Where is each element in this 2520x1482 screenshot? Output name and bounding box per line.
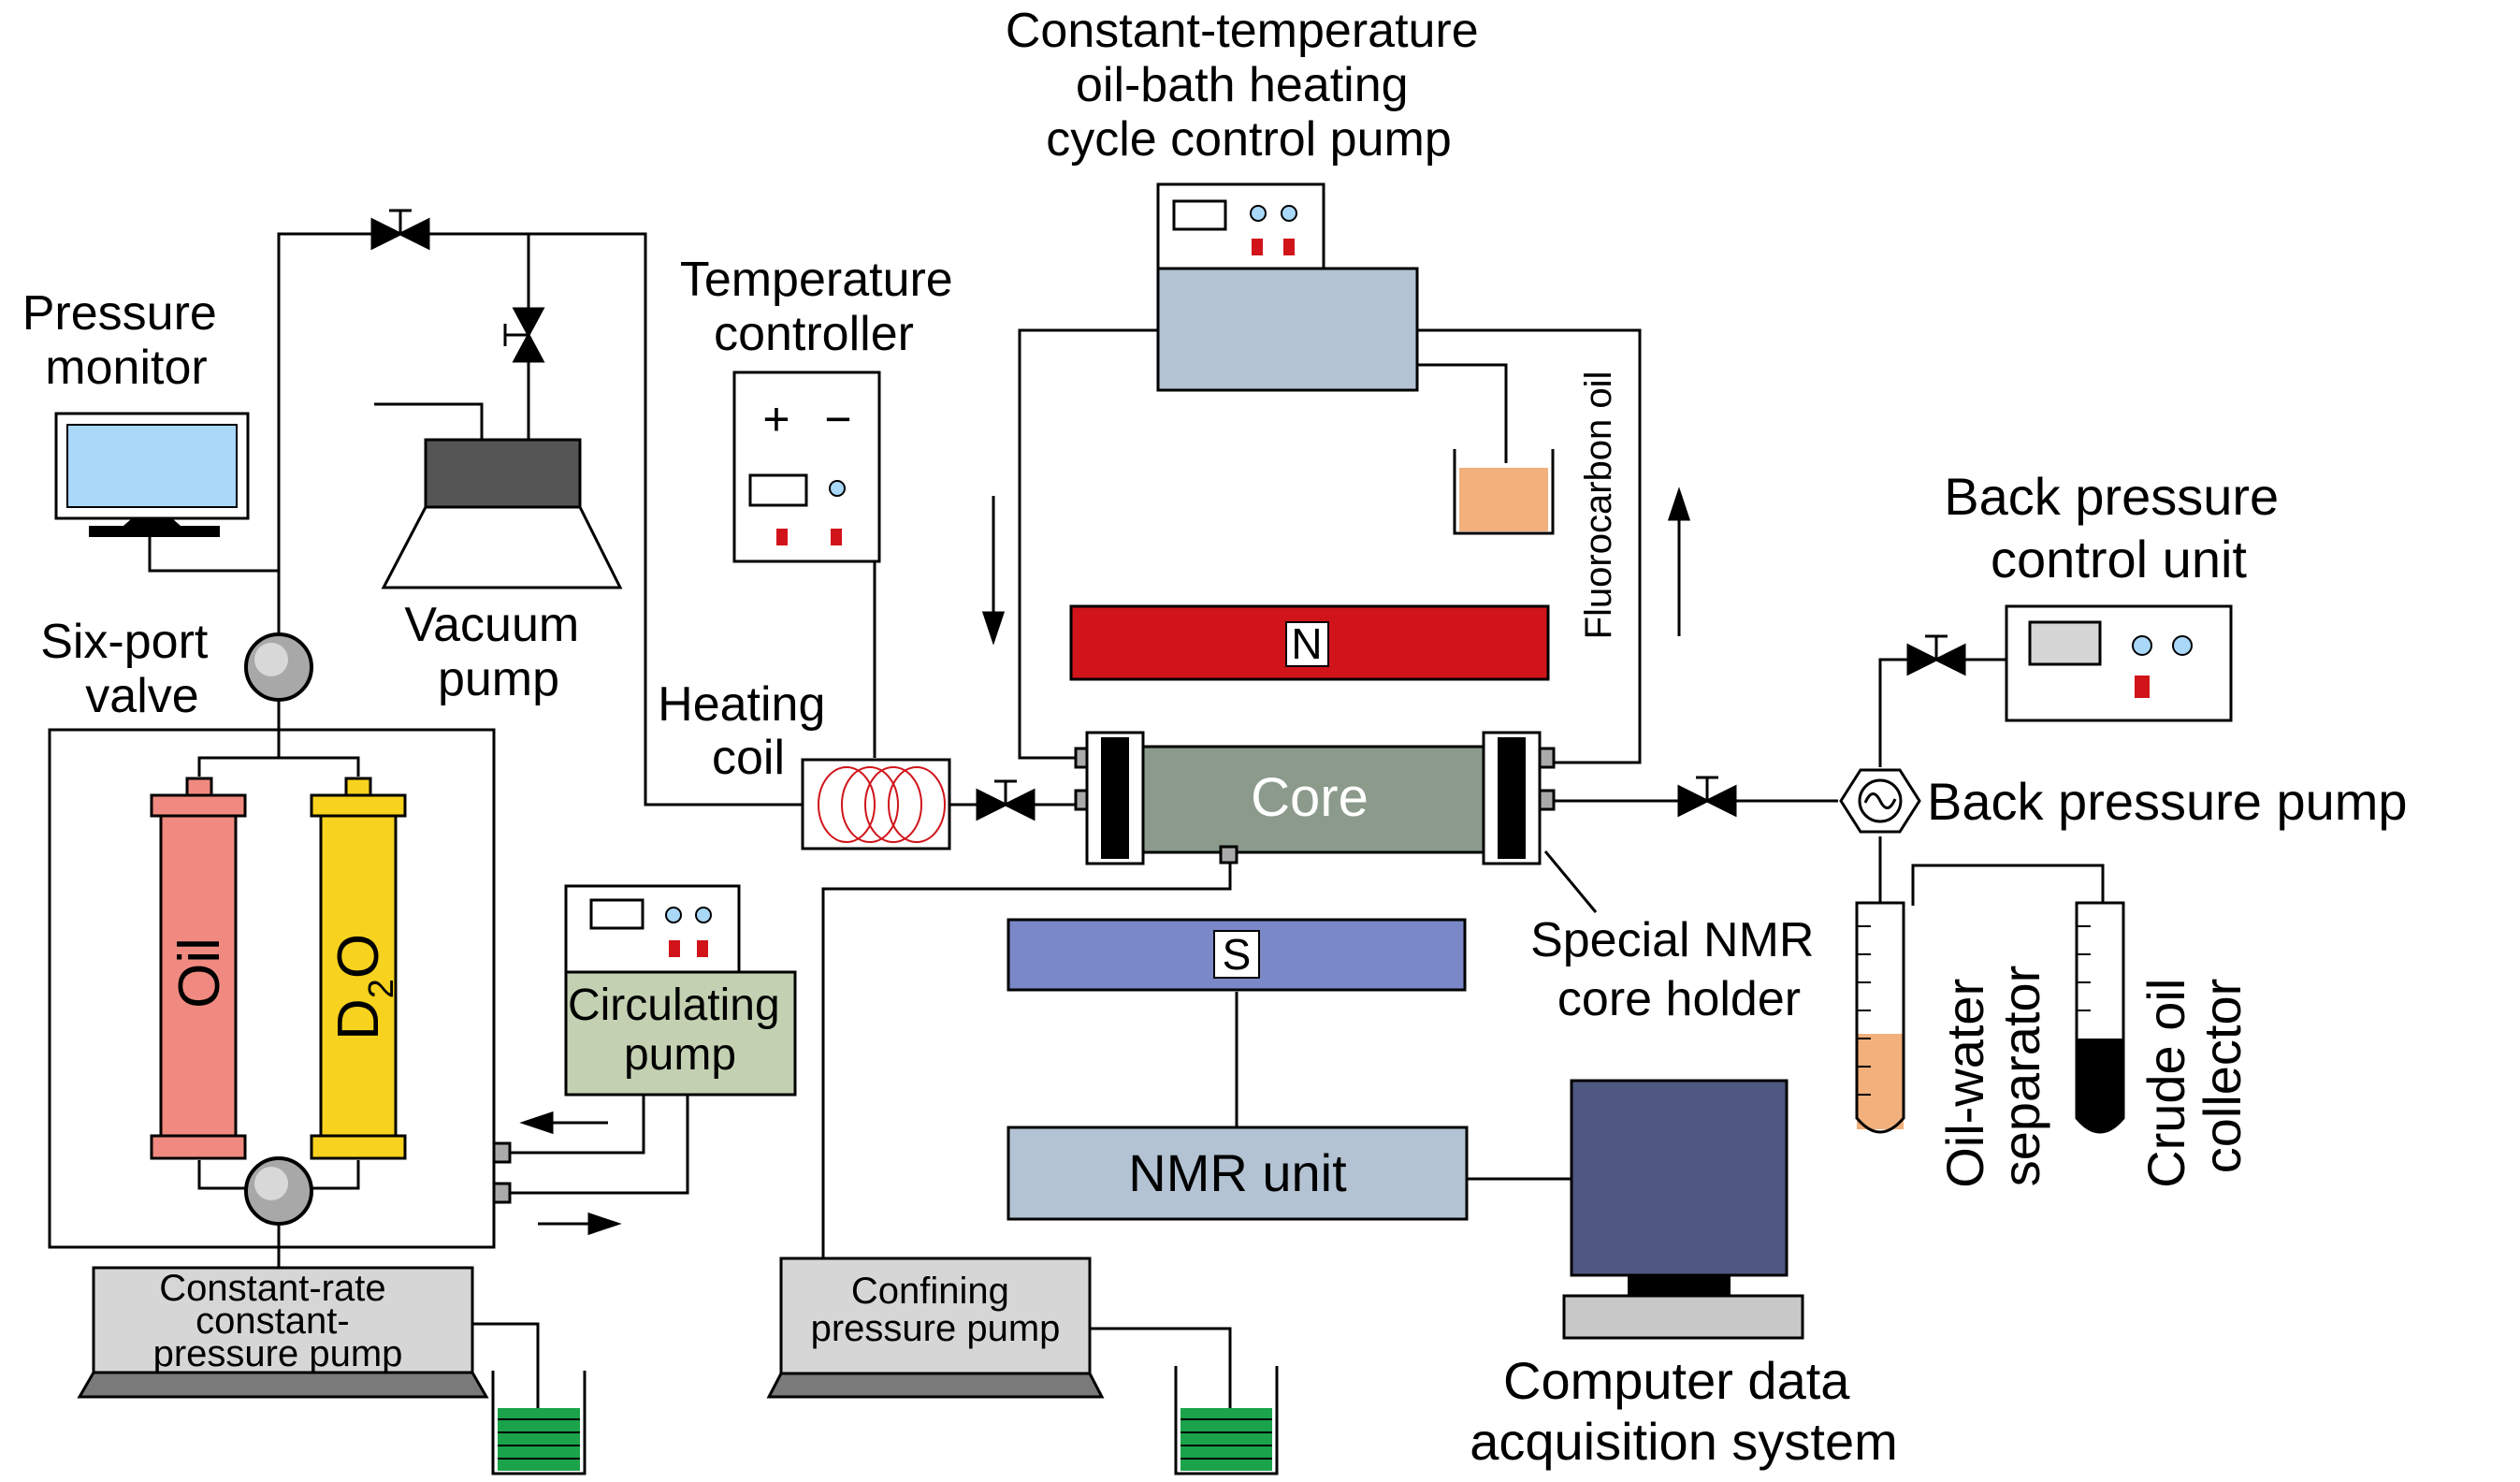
computer [1562, 1079, 1804, 1340]
magnet-s [1007, 918, 1467, 992]
oil-water-separator-label: Oil-water separator [1935, 964, 2050, 1188]
temperature-controller [732, 370, 881, 563]
water-beaker-right [1174, 1366, 1279, 1475]
back-pressure-pump-label: Back pressure pump [1927, 772, 2408, 831]
special-holder-label: Special NMR core holder [1530, 913, 1828, 1026]
fluorocarbon-oil-label: Fluorocarbon oil [1578, 371, 1619, 640]
water-beaker-left [491, 1371, 587, 1475]
oil-bath-pump-label: Constant-temperature oil-bath heating cy… [1006, 4, 1492, 167]
magnet-n-label: N [1291, 619, 1322, 668]
back-pressure-control-unit [2005, 604, 2233, 722]
computer-label: Computer data acquisition system [1470, 1351, 1898, 1471]
back-pressure-control-label: Back pressure control unit [1944, 467, 2294, 588]
six-port-valve-label: Six-port valve [40, 615, 222, 723]
constant-rate-pump [77, 1266, 489, 1399]
crude-oil-collector [2075, 901, 2125, 1134]
oil-cylinder [150, 777, 247, 1160]
circulating-pump [564, 884, 797, 1097]
oil-water-separator [1855, 901, 1905, 1134]
confining-pump [766, 1257, 1105, 1399]
minus-sign: − [824, 393, 851, 445]
holder-pointer [1543, 850, 1598, 913]
temperature-controller-label: Temperature controller [680, 253, 966, 361]
nmr-unit [1007, 1126, 1469, 1221]
d2o-cylinder [310, 777, 407, 1160]
flow-arrows [519, 487, 1691, 1236]
bottom-valve [244, 1156, 313, 1226]
heating-coil-label: Heating coil [658, 677, 839, 785]
vacuum-pump [381, 438, 623, 589]
heating-coil [801, 758, 951, 850]
magnet-n [1069, 604, 1550, 681]
vacuum-pump-label: Vacuum pump [404, 598, 592, 706]
nmr-unit-label: NMR unit [1128, 1143, 1347, 1202]
core-label: Core [1251, 767, 1369, 828]
pressure-monitor [54, 412, 250, 537]
plus-sign: + [762, 393, 789, 445]
enclosure-ports [492, 1141, 512, 1204]
constant-rate-pump-label: Constant-rate constant- pressure pump [153, 1268, 403, 1374]
six-port-valve [244, 632, 313, 702]
back-pressure-pump-symbol [1839, 768, 1921, 834]
magnet-s-label: S [1223, 930, 1252, 979]
needle-valves [370, 209, 1966, 821]
oil-bath-pump [1156, 182, 1419, 392]
crude-oil-collector-label: Crude oil collector [2136, 964, 2252, 1188]
pressure-monitor-label: Pressure monitor [22, 286, 231, 395]
cylinder-enclosure [48, 728, 496, 1249]
circulating-pump-label: Circulating pump [568, 981, 792, 1080]
oil-cylinder-label: Oil [167, 937, 232, 1009]
confining-pump-label: Confining pressure pump [811, 1271, 1061, 1349]
core-holder [1074, 731, 1556, 865]
d2o-cylinder-label: D2O [326, 934, 401, 1040]
fluorocarbon-oil-beaker [1453, 449, 1555, 535]
